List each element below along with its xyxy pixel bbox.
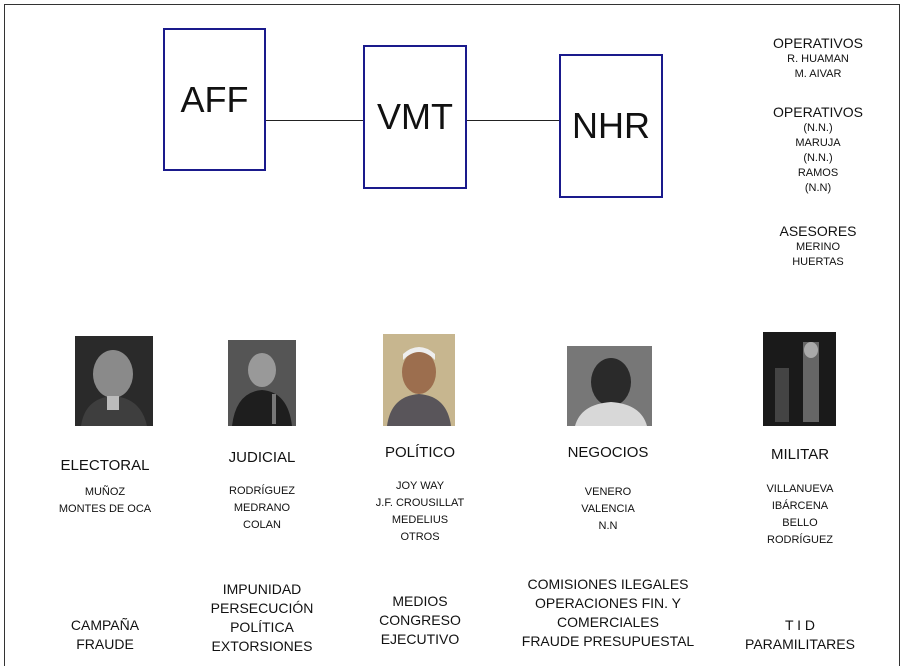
node-aff: AFF [163,28,266,171]
name-item: BELLO [782,517,818,529]
photo-militar [763,332,836,426]
name-item: N.N [598,520,618,532]
activity-item: FRAUDE [76,636,134,652]
name-item: RODRÍGUEZ [229,485,295,497]
activity-item: PERSECUCIÓN [210,600,314,616]
connector-vmt-nhr [467,120,559,121]
node-nhr: NHR [559,54,663,198]
side-group-asesores: ASESORES MERINO HUERTAS [738,223,898,270]
side-member: M. AIVAR [794,68,842,80]
names-list: VILLANUEVA IBÁRCENA BELLO RODRÍGUEZ [730,481,870,549]
column-politico: POLÍTICO JOY WAY J.F. CROUSILLAT MEDELIU… [350,444,490,546]
photo-politico [383,334,455,426]
side-group-operativos-2: OPERATIVOS (N.N.) MARUJA (N.N.) RAMOS (N… [738,104,898,196]
activity-item: PARAMILITARES [745,636,855,652]
activities-judicial: IMPUNIDAD PERSECUCIÓN POLÍTICA EXTORSION… [187,580,337,656]
activity-item: CAMPAÑA [70,617,140,633]
category-label: NEGOCIOS [567,444,649,461]
activity-item: POLÍTICA [230,619,294,635]
name-item: MEDELIUS [391,514,449,526]
name-item: JOY WAY [395,480,445,492]
side-member: MARUJA [795,137,841,149]
name-item: J.F. CROUSILLAT [375,497,465,509]
activities-negocios: COMISIONES ILEGALES OPERACIONES FIN. Y C… [505,575,711,651]
side-member: MERINO [796,241,840,253]
name-item: MUÑOZ [84,486,126,498]
photo-judicial [228,340,296,426]
side-member: (N.N) [804,182,832,194]
name-item: VALENCIA [581,503,635,515]
activities-electoral: CAMPAÑA FRAUDE [35,616,175,654]
photo-negocios [567,346,652,426]
side-member: R. HUAMAN [787,53,849,65]
side-group-heading: ASESORES [779,223,857,239]
name-item: RODRÍGUEZ [767,534,833,546]
side-member: (N.N.) [803,152,833,164]
category-label: POLÍTICO [384,444,455,461]
name-item: COLAN [243,519,281,531]
activities-militar: T I D PARAMILITARES [730,616,870,654]
names-list: JOY WAY J.F. CROUSILLAT MEDELIUS OTROS [350,478,490,546]
names-list: VENERO VALENCIA N.N [538,484,678,535]
names-list: MUÑOZ MONTES DE OCA [35,484,175,518]
activity-item: COMERCIALES [557,614,659,630]
side-group-heading: OPERATIVOS [773,104,863,120]
side-group-operativos-1: OPERATIVOS R. HUAMAN M. AIVAR [738,35,898,82]
name-item: IBÁRCENA [771,500,829,512]
name-item: OTROS [400,531,440,543]
photo-electoral [75,336,153,426]
connector-aff-vmt [266,120,363,121]
side-member: HUERTAS [792,256,844,268]
diagram-frame [4,4,900,666]
activity-item: EJECUTIVO [380,631,460,647]
name-item: VILLANUEVA [766,483,834,495]
activity-item: COMISIONES ILEGALES [527,576,689,592]
column-electoral: ELECTORAL MUÑOZ MONTES DE OCA [35,457,175,518]
activity-item: OPERACIONES FIN. Y [535,595,681,611]
activity-item: EXTORSIONES [211,638,313,654]
activity-item: CONGRESO [379,612,461,628]
category-label: MILITAR [770,446,830,463]
name-item: MEDRANO [233,502,291,514]
name-item: MONTES DE OCA [58,503,152,515]
activities-politico: MEDIOS CONGRESO EJECUTIVO [350,592,490,649]
side-group-heading: OPERATIVOS [773,35,863,51]
column-militar: MILITAR VILLANUEVA IBÁRCENA BELLO RODRÍG… [730,446,870,549]
name-item: VENERO [584,486,632,498]
category-label: JUDICIAL [228,449,296,466]
activity-item: IMPUNIDAD [222,581,302,597]
activity-item: MEDIOS [392,593,448,609]
column-judicial: JUDICIAL RODRÍGUEZ MEDRANO COLAN [192,449,332,534]
names-list: RODRÍGUEZ MEDRANO COLAN [192,483,332,534]
side-member: (N.N.) [803,122,833,134]
side-member: RAMOS [797,167,839,179]
node-vmt: VMT [363,45,467,189]
activity-item: FRAUDE PRESUPUESTAL [521,633,695,649]
activity-item: T I D [784,617,816,633]
column-negocios: NEGOCIOS VENERO VALENCIA N.N [538,444,678,535]
category-label: ELECTORAL [60,457,150,474]
